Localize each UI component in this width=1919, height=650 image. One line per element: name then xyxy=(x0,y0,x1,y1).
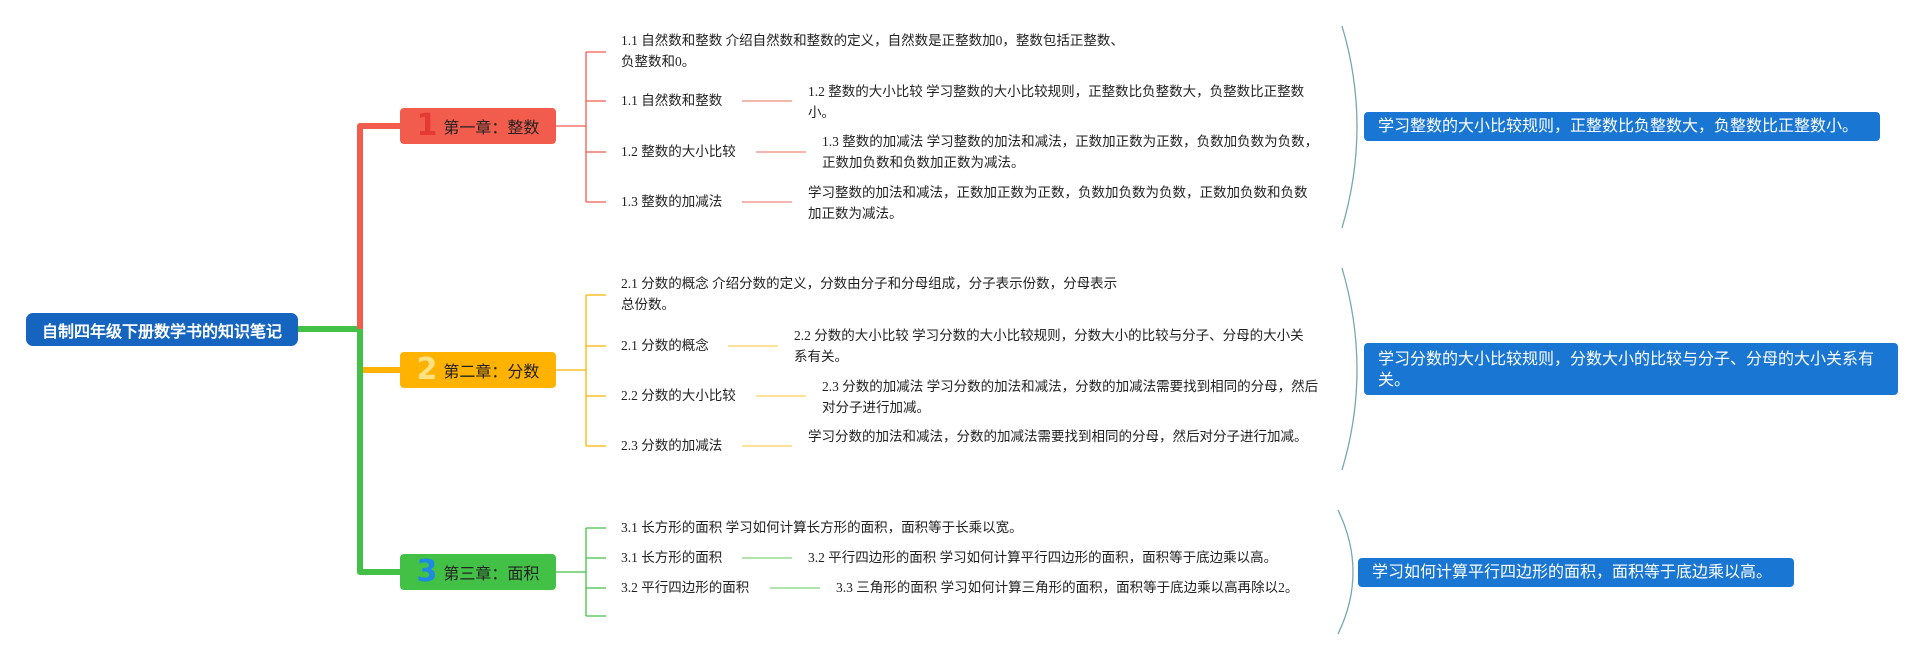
chapter-1-title: 第一章：整数 xyxy=(443,120,540,137)
ch2-topic-1-detail[interactable]: 2.2 分数的大小比较 学习分数的大小比较规则，分数大小的比较与分子、分母的大小… xyxy=(794,328,1304,364)
chapter-2-number: 2 xyxy=(416,352,438,387)
ch2-topic-1-label[interactable]: 2.1 分数的概念 xyxy=(621,338,709,353)
chapter-3-summary[interactable]: 学习如何计算平行四边形的面积，面积等于底边乘以高。 xyxy=(1358,558,1794,587)
ch3-topic-intro[interactable]: 3.1 长方形的面积 学习如何计算长方形的面积，面积等于长乘以宽。 xyxy=(621,520,1023,535)
ch2-topic-2-detail[interactable]: 2.3 分数的加减法 学习分数的加法和减法，分数的加减法需要找到相同的分母，然后… xyxy=(822,379,1319,415)
ch1-topic-3-label[interactable]: 1.3 整数的加减法 xyxy=(621,194,723,209)
ch3-topic-1-label[interactable]: 3.1 长方形的面积 xyxy=(621,550,723,565)
chapter-1-node[interactable]: 1 第一章：整数 xyxy=(400,108,556,144)
summary-bracket-2 xyxy=(1341,267,1358,471)
ch1-topic-intro[interactable]: 1.1 自然数和整数 介绍自然数和整数的定义，自然数是正整数加0，整数包括正整数… xyxy=(621,33,1124,69)
summary-bracket-3 xyxy=(1337,509,1354,635)
root-link-ch1 xyxy=(357,123,400,329)
chapter-1-summary[interactable]: 学习整数的大小比较规则，正整数比负整数大，负整数比正整数小。 xyxy=(1364,112,1880,141)
root-link-ch3 xyxy=(298,326,400,575)
ch3-topic-1-detail[interactable]: 3.2 平行四边形的面积 学习如何计算平行四边形的面积，面积等于底边乘以高。 xyxy=(808,550,1278,565)
summary-bracket-1 xyxy=(1341,25,1358,229)
ch3-branch xyxy=(556,527,606,617)
ch1-topic-2-detail[interactable]: 1.3 整数的加减法 学习整数的加法和减法，正数加正数为正数，负数加负数为负数，… xyxy=(822,134,1319,170)
ch2-branch xyxy=(556,294,606,447)
ch1-topic-1-label[interactable]: 1.1 自然数和整数 xyxy=(621,93,723,108)
chapter-1-number: 1 xyxy=(416,108,438,143)
ch1-branch xyxy=(556,51,606,203)
chapter-3-number: 3 xyxy=(416,554,438,589)
ch2-topic-intro[interactable]: 2.1 分数的概念 介绍分数的定义，分数由分子和分母组成，分子表示份数，分母表示… xyxy=(621,276,1118,312)
ch2-topic-2-label[interactable]: 2.2 分数的大小比较 xyxy=(621,388,736,403)
ch2-topic-3-detail[interactable]: 学习分数的加法和减法，分数的加减法需要找到相同的分母，然后对分子进行加减。 xyxy=(808,429,1308,444)
chapter-3-node[interactable]: 3 第三章：面积 xyxy=(400,554,556,590)
chapter-3-title: 第三章：面积 xyxy=(443,566,540,583)
ch2-topic-3-label[interactable]: 2.3 分数的加减法 xyxy=(621,438,723,453)
chapter-2-summary[interactable]: 学习分数的大小比较规则，分数大小的比较与分子、分母的大小关系有关。 xyxy=(1364,343,1898,395)
root-topic[interactable]: 自制四年级下册数学书的知识笔记 xyxy=(26,313,298,346)
ch1-topic-3-detail[interactable]: 学习整数的加法和减法，正数加正数为正数，负数加负数为负数，正数加负数和负数加正数… xyxy=(808,185,1308,221)
ch1-topic-2-label[interactable]: 1.2 整数的大小比较 xyxy=(621,144,736,159)
ch2-detail-links xyxy=(728,345,806,447)
ch3-topic-2-label[interactable]: 3.2 平行四边形的面积 xyxy=(621,580,750,595)
ch1-detail-links xyxy=(742,100,806,203)
chapter-2-node[interactable]: 2 第二章：分数 xyxy=(400,352,556,388)
ch3-topic-2-detail[interactable]: 3.3 三角形的面积 学习如何计算三角形的面积，面积等于底边乘以高再除以2。 xyxy=(836,580,1299,595)
ch3-detail-links xyxy=(742,557,820,589)
ch1-topic-1-detail[interactable]: 1.2 整数的大小比较 学习整数的大小比较规则，正整数比负整数大，负整数比正整数… xyxy=(808,84,1305,120)
chapter-2-title: 第二章：分数 xyxy=(443,364,540,381)
root-link-ch2 xyxy=(298,326,400,373)
